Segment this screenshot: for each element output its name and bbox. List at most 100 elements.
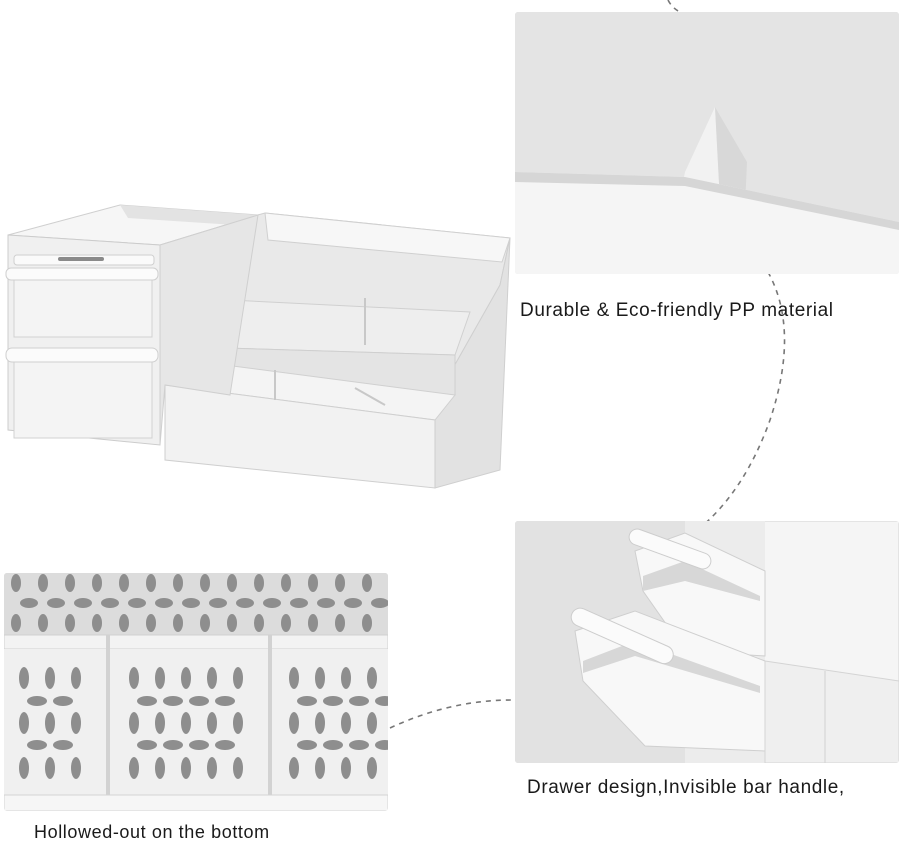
hole-shape xyxy=(290,598,308,608)
hole-shape xyxy=(45,667,55,689)
hole-shape xyxy=(74,598,92,608)
hole-shape xyxy=(289,667,299,689)
hole-shape xyxy=(11,614,21,632)
hole-shape xyxy=(181,712,191,734)
hole-shape xyxy=(129,712,139,734)
hole-shape xyxy=(155,712,165,734)
hole-shape xyxy=(71,757,81,779)
connector-bottom xyxy=(389,699,513,729)
hole-shape xyxy=(323,740,343,750)
hole-shape xyxy=(129,757,139,779)
bottom-caption: Hollowed-out on the bottom xyxy=(34,822,270,842)
hole-shape xyxy=(182,598,200,608)
hole-shape xyxy=(215,740,235,750)
hole-shape xyxy=(155,598,173,608)
material-closeup-panel xyxy=(515,12,899,274)
hole-shape xyxy=(200,614,210,632)
hole-shape xyxy=(146,574,156,592)
material-closeup-image xyxy=(515,12,899,274)
hole-shape xyxy=(207,757,217,779)
hole-shape xyxy=(19,757,29,779)
hole-shape xyxy=(181,757,191,779)
hole-shape xyxy=(315,712,325,734)
hole-shape xyxy=(308,614,318,632)
hole-shape xyxy=(362,574,372,592)
hole-shape xyxy=(297,696,317,706)
hole-shape xyxy=(155,757,165,779)
hole-shape xyxy=(146,614,156,632)
hole-shape xyxy=(119,614,129,632)
hole-shape xyxy=(289,712,299,734)
hole-shape xyxy=(335,574,345,592)
material-caption: Durable & Eco-friendly PP material xyxy=(520,300,834,321)
hole-shape xyxy=(233,757,243,779)
hole-shape xyxy=(119,574,129,592)
hole-shape xyxy=(137,740,157,750)
hole-shape xyxy=(53,740,73,750)
hole-shape xyxy=(207,712,217,734)
hole-shape xyxy=(173,574,183,592)
hole-shape xyxy=(254,614,264,632)
hole-shape xyxy=(92,614,102,632)
hole-shape xyxy=(367,712,377,734)
hole-shape xyxy=(375,740,388,750)
hole-shape xyxy=(189,696,209,706)
hole-shape xyxy=(137,696,157,706)
hole-shape xyxy=(19,712,29,734)
hole-shape xyxy=(19,667,29,689)
drawer-caption: Drawer design,Invisible bar handle, xyxy=(527,777,845,798)
hole-shape xyxy=(315,667,325,689)
hole-shape xyxy=(367,757,377,779)
hole-shape xyxy=(281,574,291,592)
hollow-bottom-panel xyxy=(4,573,388,811)
hole-shape xyxy=(128,598,146,608)
hole-shape xyxy=(215,696,235,706)
connector-middle xyxy=(699,271,786,529)
product-organizer-image xyxy=(5,204,511,489)
hole-shape xyxy=(263,598,281,608)
hole-shape xyxy=(45,757,55,779)
hole-shape xyxy=(209,598,227,608)
hole-shape xyxy=(101,598,119,608)
hole-shape xyxy=(254,574,264,592)
connector-top xyxy=(667,0,681,13)
hole-shape xyxy=(200,574,210,592)
hollow-bottom-image xyxy=(4,573,388,811)
hole-shape xyxy=(92,574,102,592)
hole-shape xyxy=(341,667,351,689)
hole-shape xyxy=(173,614,183,632)
hole-shape xyxy=(207,667,217,689)
hole-shape xyxy=(20,598,38,608)
hole-shape xyxy=(181,667,191,689)
hole-shape xyxy=(375,696,388,706)
hole-shape xyxy=(38,574,48,592)
hole-shape xyxy=(27,740,47,750)
hole-shape xyxy=(349,696,369,706)
hole-shape xyxy=(367,667,377,689)
hole-shape xyxy=(65,614,75,632)
hole-shape xyxy=(27,696,47,706)
hole-shape xyxy=(163,696,183,706)
hole-shape xyxy=(362,614,372,632)
hole-shape xyxy=(155,667,165,689)
hole-shape xyxy=(227,614,237,632)
hole-shape xyxy=(233,712,243,734)
hole-shape xyxy=(47,598,65,608)
hole-shape xyxy=(349,740,369,750)
hole-shape xyxy=(163,740,183,750)
hole-shape xyxy=(65,574,75,592)
hole-shape xyxy=(233,667,243,689)
hole-shape xyxy=(308,574,318,592)
hole-shape xyxy=(341,712,351,734)
hole-shape xyxy=(53,696,73,706)
hole-shape xyxy=(71,712,81,734)
hole-shape xyxy=(289,757,299,779)
hole-shape xyxy=(335,614,345,632)
hole-shape xyxy=(317,598,335,608)
hole-shape xyxy=(315,757,325,779)
hole-shape xyxy=(189,740,209,750)
hole-shape xyxy=(236,598,254,608)
drawer-design-panel xyxy=(515,521,899,763)
hole-shape xyxy=(323,696,343,706)
